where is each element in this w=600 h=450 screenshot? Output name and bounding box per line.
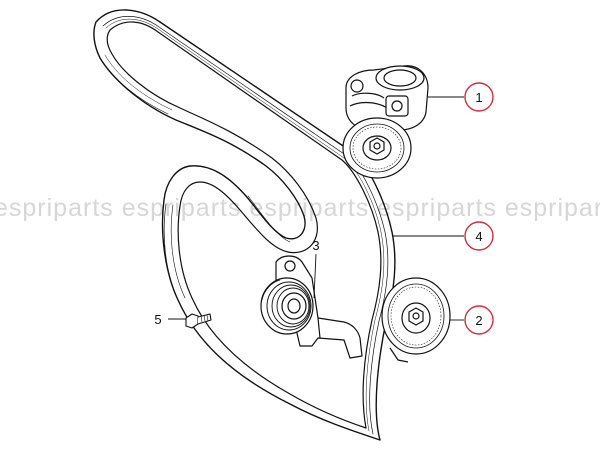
callout-ring [464, 305, 494, 335]
callout-1[interactable]: 1 [464, 82, 494, 112]
deflection-pulley [381, 277, 451, 363]
callout-2[interactable]: 2 [464, 305, 494, 335]
callout-number: 2 [475, 313, 482, 328]
belt-tensioner [342, 65, 429, 179]
callout-number: 5 [154, 312, 161, 327]
callout-4[interactable]: 4 [464, 221, 494, 251]
bolt [185, 313, 212, 329]
callout-ring [464, 82, 494, 112]
callout-ring [464, 221, 494, 251]
callout-number: 1 [475, 90, 482, 105]
callout-3[interactable]: 3 [312, 238, 319, 253]
drive-belt [93, 9, 396, 441]
callout-number: 4 [475, 229, 482, 244]
callout-number: 3 [312, 238, 319, 253]
idler-pulley-bracket [260, 255, 363, 359]
callout-5[interactable]: 5 [154, 312, 161, 327]
leader-lines [168, 96, 464, 321]
watermark-text: espriparts espriparts espriparts espripa… [0, 194, 600, 222]
